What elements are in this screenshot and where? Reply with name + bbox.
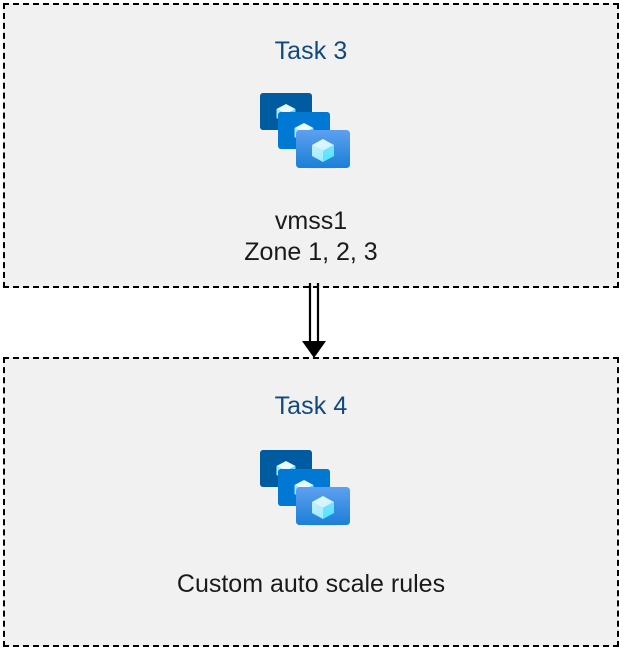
vmss-icon <box>260 93 350 169</box>
task-box-title: Task 4 <box>274 392 348 420</box>
task-box-labels: vmss1 Zone 1, 2, 3 <box>244 206 377 268</box>
task-box-labels: Custom auto scale rules <box>177 569 445 600</box>
vmss-cube-front <box>312 496 334 519</box>
arrow-head <box>302 341 326 358</box>
task-box-task-3[interactable]: Task 3 <box>3 3 619 288</box>
task-box-label-line: Zone 1, 2, 3 <box>244 238 378 266</box>
task-box-label-line: Custom auto scale rules <box>176 570 446 598</box>
vmss-cube-front <box>312 139 334 162</box>
task-box-task-4[interactable]: Task 4 <box>3 357 619 647</box>
task-box-title: Task 3 <box>274 37 348 65</box>
double-line-arrow-down-icon <box>302 283 326 358</box>
task-box-label-line: vmss1 <box>274 207 348 235</box>
vmss-icon <box>260 450 350 526</box>
